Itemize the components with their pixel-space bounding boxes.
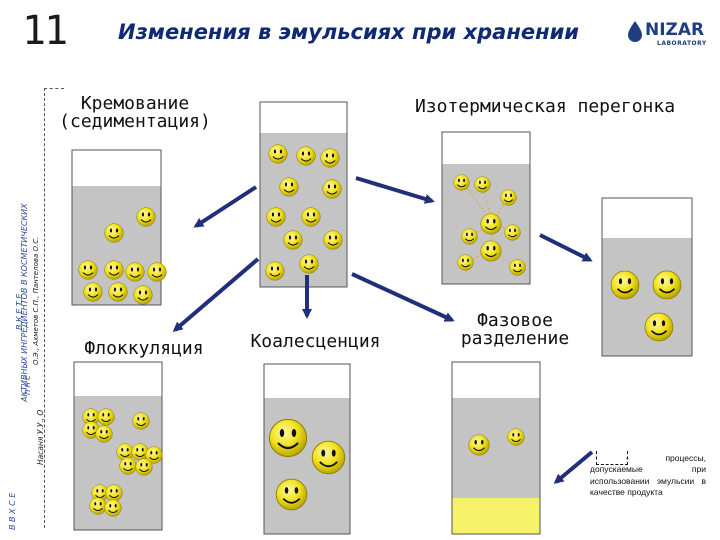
- label-coalescence: Коалесценция: [250, 331, 381, 352]
- logo-text: NIZAR: [645, 20, 705, 40]
- slide-title: Изменения в эмульсиях при хранении: [118, 20, 580, 44]
- legend-text: - процессы, допускаемые при использовани…: [590, 453, 706, 499]
- arrow-to-flocculation: [172, 257, 260, 332]
- label-flocculation: Флоккуляция: [84, 338, 204, 359]
- arrow-to-phase-separation: [351, 272, 455, 322]
- arrow-to-ostwald-result: [539, 233, 593, 262]
- logo-subtext: LABORATORY: [657, 40, 707, 47]
- side-dashed-border: [44, 88, 45, 528]
- jar-phase-separation: [451, 361, 541, 535]
- label-isothermal: Изотермическая перегонка: [414, 96, 676, 117]
- legend-dashed-box: [596, 451, 628, 465]
- legend-description: - процессы, допускаемые при использовани…: [590, 453, 706, 498]
- arrow-from-ostwald-result: [553, 450, 594, 484]
- arrow-to-isothermal: [355, 176, 435, 204]
- slide-number: 11: [22, 8, 68, 54]
- logo-drop-icon: [628, 21, 642, 42]
- label-creaming: Кремование (седиментация): [59, 93, 211, 132]
- process-arrows: [172, 176, 594, 484]
- top-dashed-border: [44, 88, 64, 89]
- nizar-logo: NIZAR LABORATORY: [625, 20, 707, 54]
- arrow-to-creaming: [193, 185, 258, 228]
- label-phase-separation: Фазовое разделение: [460, 310, 570, 349]
